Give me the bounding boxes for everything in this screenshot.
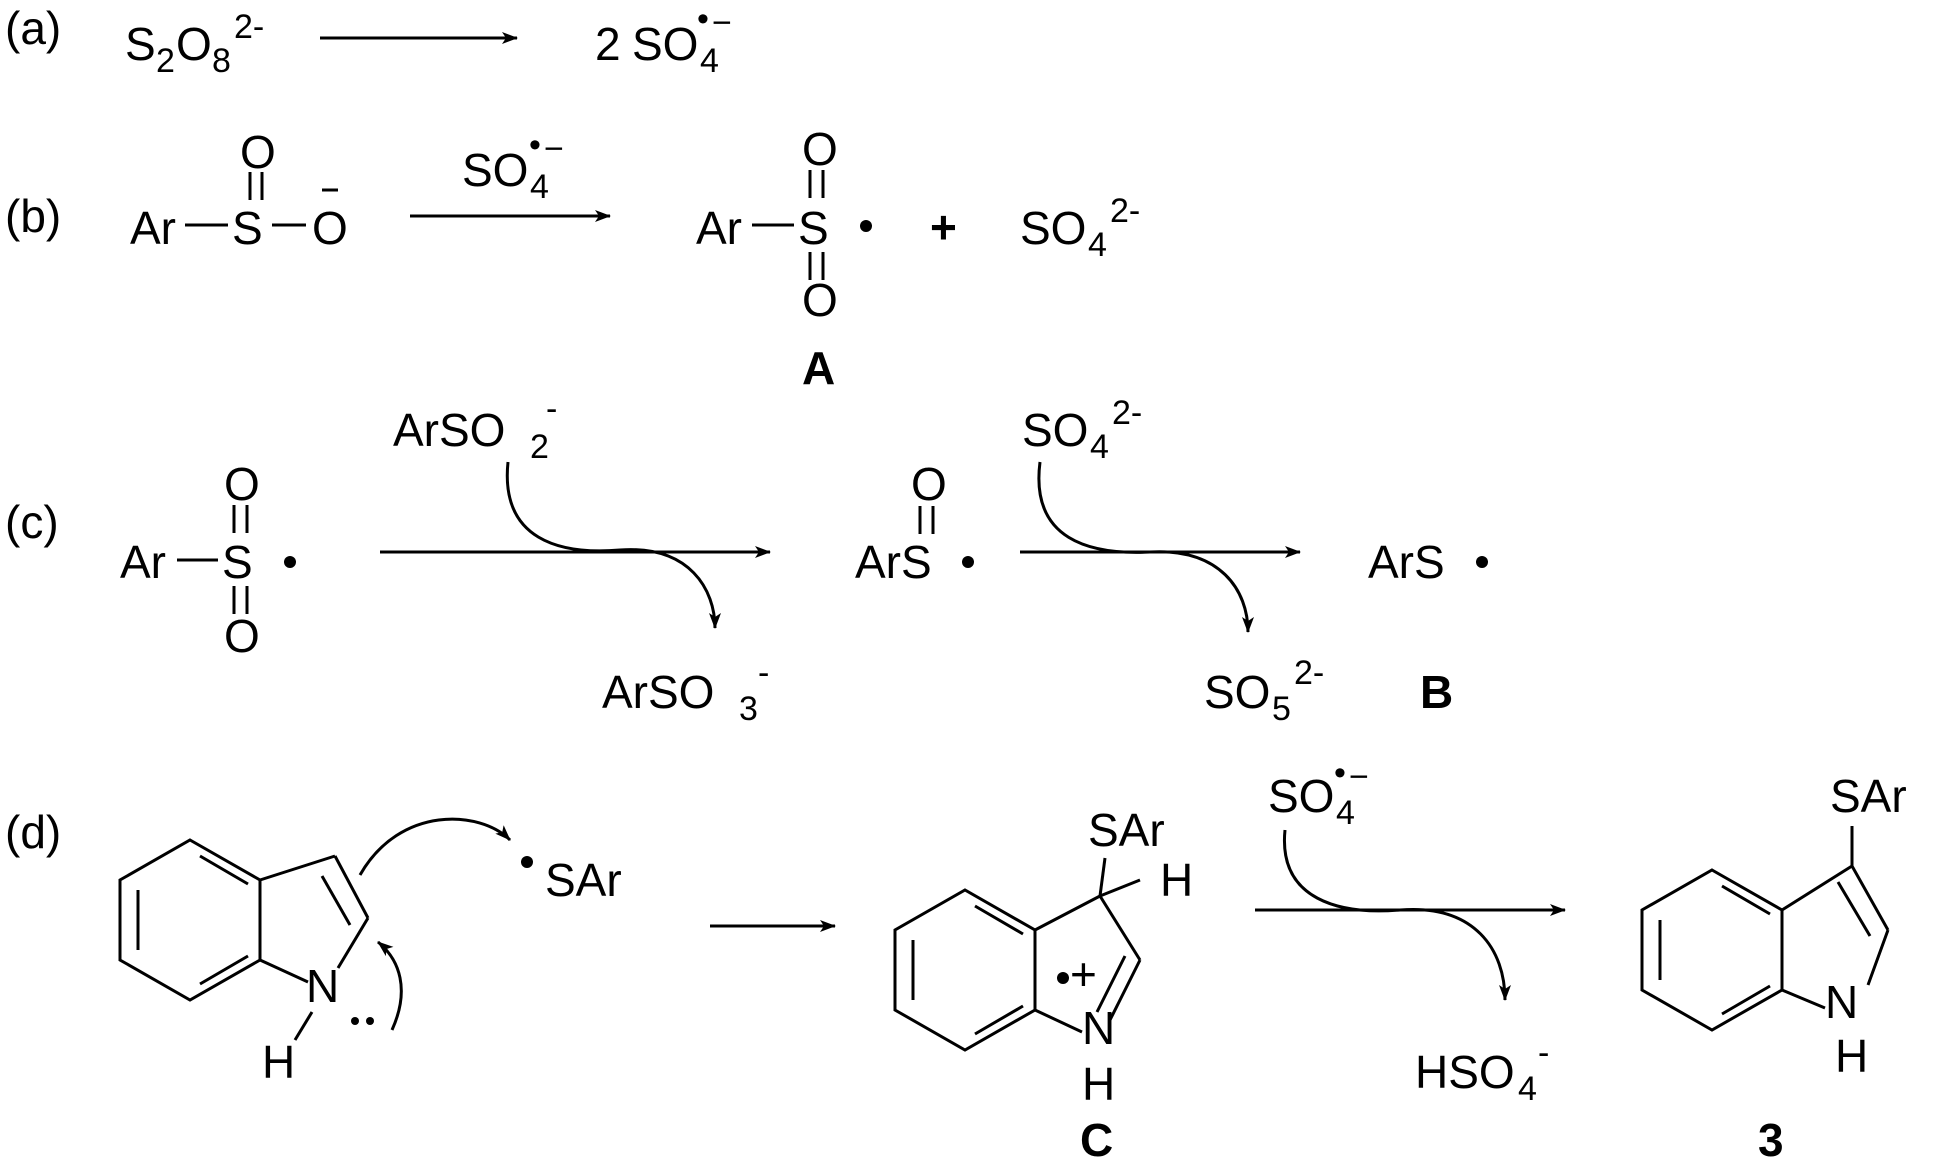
svg-text:H: H [1082, 1058, 1115, 1110]
svg-text:8: 8 [212, 42, 231, 80]
product-so5: SO 5 2- [1204, 654, 1324, 728]
sulfate-b: SO 4 2- [1020, 192, 1140, 264]
svg-text:2-: 2- [1110, 192, 1140, 230]
svg-text:O: O [802, 274, 838, 326]
svg-text:-: - [758, 654, 769, 692]
svg-text:N: N [1082, 1002, 1115, 1054]
svg-text:H: H [262, 1036, 295, 1088]
svg-text:N: N [306, 960, 339, 1012]
compound-A: A [802, 342, 835, 394]
reagent-so4: SO 4 2- [1022, 394, 1142, 466]
compound-B: B [1420, 666, 1453, 718]
row-c: (c) Ar S O O ArSO 2 - ArSO 3 - ArS [5, 390, 1488, 728]
svg-text:H: H [1835, 1030, 1868, 1082]
curved-arrow-c1 [505, 461, 721, 629]
svg-text:SAr: SAr [545, 854, 622, 906]
svg-text:S: S [222, 536, 253, 588]
svg-text:4: 4 [1336, 794, 1355, 832]
svg-text:-: - [546, 390, 557, 428]
svg-text:−: − [712, 4, 732, 42]
intermediate-C: SAr H N H + [893, 804, 1193, 1110]
svg-text:O: O [224, 610, 260, 662]
svg-text:HSO: HSO [1415, 1046, 1515, 1098]
svg-text:ArS: ArS [1368, 536, 1445, 588]
svg-text:Ar: Ar [696, 202, 742, 254]
curved-arrow-d2 [1283, 829, 1511, 1001]
svg-text:4: 4 [1088, 226, 1107, 264]
svg-text:SO: SO [632, 18, 698, 70]
svg-text:SAr: SAr [1088, 804, 1165, 856]
label-a: (a) [5, 2, 61, 54]
svg-text:•: • [1334, 754, 1346, 792]
svg-text:S: S [232, 202, 263, 254]
sulfonyl-radical-A: Ar S O O [696, 123, 872, 326]
svg-text:-: - [1538, 1034, 1549, 1072]
svg-text:4: 4 [1090, 428, 1109, 466]
reagent-b: SO 4 • − [462, 126, 564, 206]
compound-C: C [1080, 1114, 1113, 1166]
label-b: (b) [5, 190, 61, 242]
svg-text:H: H [1160, 854, 1193, 906]
sulfinate: Ar S O O [130, 126, 348, 254]
svg-text:Ar: Ar [120, 536, 166, 588]
persulfate: S 2 O 8 2- [125, 8, 264, 80]
sulfinyl-radical: ArS O [855, 458, 974, 588]
svg-text:O: O [312, 202, 348, 254]
svg-text:SO: SO [462, 144, 528, 196]
svg-text:O: O [911, 458, 947, 510]
reagent-so4-radical-d: SO 4 • − [1268, 754, 1369, 832]
curved-arrow-c2 [1037, 461, 1254, 633]
svg-text:3: 3 [739, 690, 758, 728]
compound-3: 3 [1758, 1114, 1784, 1166]
svg-text:SO: SO [1268, 770, 1334, 822]
svg-text:SO: SO [1204, 666, 1270, 718]
svg-text:2-: 2- [1112, 394, 1142, 432]
svg-text:O: O [802, 123, 838, 175]
svg-text:2: 2 [595, 18, 621, 70]
svg-text:2: 2 [530, 428, 549, 466]
svg-text:O: O [224, 458, 260, 510]
svg-text:−: − [544, 130, 564, 168]
row-b: (b) Ar S O O SO 4 • − Ar S O [5, 123, 1140, 394]
svg-text:4: 4 [700, 42, 719, 80]
svg-text:Ar: Ar [130, 202, 176, 254]
svg-text:O: O [240, 126, 276, 178]
svg-text:ArS: ArS [855, 536, 932, 588]
product-arso3: ArSO 3 - [602, 654, 769, 728]
svg-text:+: + [1070, 948, 1097, 1000]
label-c: (c) [5, 496, 59, 548]
plus-b: + [930, 201, 957, 253]
thiyl-radical-d: SAr [521, 854, 622, 906]
svg-text:−: − [1349, 758, 1369, 796]
label-d: (d) [5, 806, 61, 858]
svg-text:ArSO: ArSO [393, 404, 505, 456]
svg-text:2: 2 [156, 42, 175, 80]
svg-text:N: N [1825, 976, 1858, 1028]
svg-text:5: 5 [1272, 690, 1291, 728]
thiyl-radical-B: ArS [1368, 536, 1488, 588]
reagent-arso2: ArSO 2 - [393, 390, 557, 466]
svg-text:2-: 2- [1294, 654, 1324, 692]
svg-text:ArSO: ArSO [602, 666, 714, 718]
svg-text:SAr: SAr [1830, 770, 1907, 822]
svg-text:•: • [529, 126, 541, 164]
svg-text:•: • [697, 0, 709, 38]
sulfate-radical-a: 2 SO 4 • − [595, 0, 732, 80]
row-d: (d) N H SAr [5, 754, 1907, 1166]
svg-text:SO: SO [1020, 202, 1086, 254]
svg-text:O: O [176, 18, 212, 70]
svg-text:SO: SO [1022, 404, 1088, 456]
svg-text:S: S [125, 18, 156, 70]
product-hso4: HSO 4 - [1415, 1034, 1549, 1108]
svg-text:4: 4 [530, 168, 549, 206]
svg-text:2-: 2- [234, 8, 264, 46]
svg-text:S: S [798, 202, 829, 254]
sulfonyl-radical-c: Ar S O O [120, 458, 296, 662]
row-a: (a) S 2 O 8 2- 2 SO 4 • − [5, 0, 732, 80]
indole-reactant: N H [118, 817, 512, 1088]
svg-text:4: 4 [1518, 1070, 1537, 1108]
product-3: SAr N H [1640, 770, 1907, 1082]
